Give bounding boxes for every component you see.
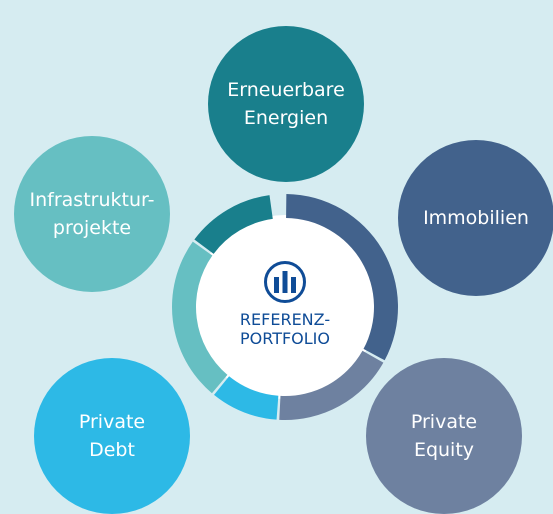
bubble-erneuerbare-energien: Erneuerbare Energien [208,26,364,182]
bubble-private-debt: Private Debt [34,358,190,514]
bubble-label-line: Private [410,411,478,433]
bubble-label-line: Debt [89,439,135,461]
bubble-immobilien: Immobilien [398,140,553,296]
ring-segment [194,195,273,254]
bubble-label-line: Equity [413,439,475,461]
bubble-label-line: Infrastruktur- [29,189,155,211]
portfolio-label-line: REFERENZ- [239,310,331,329]
portfolio-ring-chart [172,194,398,420]
bubble-label-line: projekte [52,217,132,239]
ring-segment [214,376,279,420]
bubble-infrastrukturprojekte: Infrastruktur- projekte [14,136,170,292]
portfolio-center: REFERENZ- PORTFOLIO [215,237,355,377]
ring-segment [279,350,384,420]
bubble-label-line: Immobilien [423,207,529,229]
ring-segments [172,194,398,420]
bubble-label-line: Energien [243,107,329,129]
allianz-eagle-logo-icon [264,261,306,303]
ring-segment [286,194,398,361]
bubble-label-line: Erneuerbare [227,79,345,101]
bubble-private-equity: Private Equity [366,358,522,514]
ring-center-disc [193,215,377,399]
portfolio-label-line: PORTFOLIO [240,329,330,348]
ring-segment [172,241,228,394]
bubble-label-line: Private [78,411,146,433]
